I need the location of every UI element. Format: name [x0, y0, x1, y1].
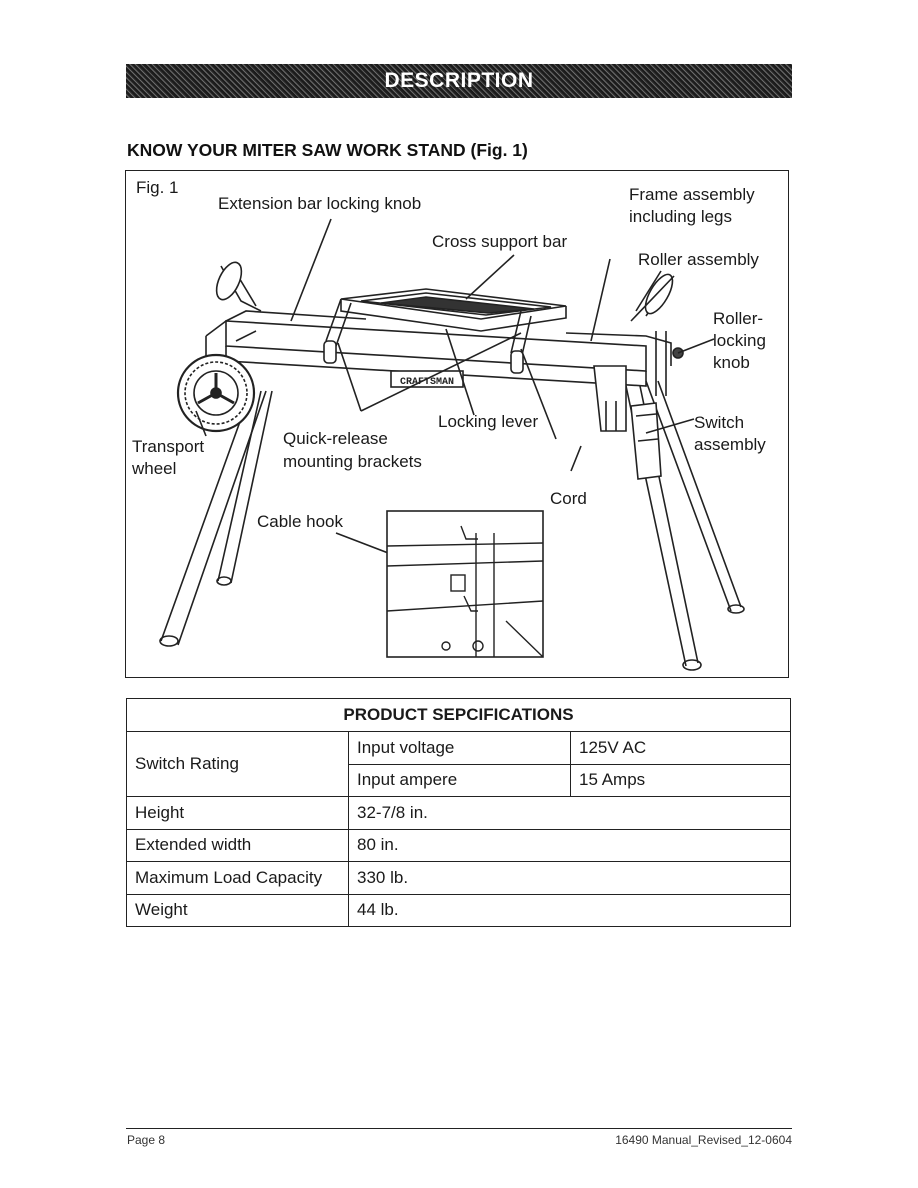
table-row: Weight 44 lb. [126, 893, 791, 927]
product-specifications-table: PRODUCT SEPCIFICATIONS Switch Rating Inp… [126, 698, 791, 927]
table-row: Height 32-7/8 in. [126, 796, 791, 830]
extended-width-label: Extended width [126, 828, 349, 862]
figure-heading: KNOW YOUR MITER SAW WORK STAND (Fig. 1) [127, 140, 528, 160]
height-label: Height [126, 796, 349, 830]
specs-title: PRODUCT SEPCIFICATIONS [126, 698, 791, 732]
callout-roller-locking-knob-line3: knob [713, 353, 750, 372]
table-row: Maximum Load Capacity 330 lb. [126, 861, 791, 895]
max-load-value: 330 lb. [348, 861, 791, 895]
callout-locking-lever: Locking lever [438, 412, 539, 431]
table-row: Switch Rating Input voltage 125V AC [126, 731, 791, 797]
input-voltage-value: 125V AC [570, 731, 791, 765]
section-title: DESCRIPTION [384, 69, 534, 92]
table-row: Extended width 80 in. [126, 828, 791, 862]
callout-frame-assembly-line2: including legs [629, 207, 733, 226]
work-stand-illustration: CRAFTSMAN [159, 218, 745, 671]
document-id: 16490 Manual_Revised_12-0604 [615, 1133, 792, 1147]
callout-quick-release-line2: mounting brackets [283, 452, 422, 471]
switch-rating-label: Switch Rating [126, 731, 349, 797]
height-value: 32-7/8 in. [348, 796, 791, 830]
max-load-label: Maximum Load Capacity [126, 861, 349, 895]
callout-roller-locking-knob-line2: locking [713, 331, 766, 350]
input-ampere-value: 15 Amps [570, 763, 791, 797]
page-number: Page 8 [127, 1133, 166, 1147]
table-row: Input ampere 15 Amps [127, 763, 791, 797]
callout-roller-locking-knob-line1: Roller- [713, 309, 764, 328]
extended-width-value: 80 in. [348, 828, 791, 862]
callout-quick-release-line1: Quick-release [283, 429, 388, 448]
weight-label: Weight [126, 893, 349, 927]
callout-cable-hook: Cable hook [257, 512, 344, 531]
figure-label: Fig. 1 [136, 178, 179, 197]
input-voltage-label: Input voltage [348, 731, 571, 765]
figure-1: CRAFTSMAN Fig. 1 Extension bar locking k… [125, 170, 789, 678]
brand-plate: CRAFTSMAN [400, 377, 454, 388]
section-banner: DESCRIPTION [126, 64, 792, 98]
callout-roller-assembly: Roller assembly [638, 250, 759, 269]
callout-cord: Cord [550, 489, 587, 508]
input-ampere-label: Input ampere [348, 763, 571, 797]
callout-transport-wheel-line2: wheel [132, 459, 177, 478]
weight-value: 44 lb. [348, 893, 791, 927]
callout-cross-support-bar: Cross support bar [432, 232, 568, 251]
callout-switch-assembly-line1: Switch [694, 413, 745, 432]
callout-transport-wheel-line1: Transport [132, 437, 205, 456]
footer-rule [126, 1128, 792, 1129]
callout-frame-assembly-line1: Frame assembly [629, 185, 755, 204]
callout-extension-bar-locking-knob: Extension bar locking knob [218, 194, 422, 213]
callout-switch-assembly-line2: assembly [694, 435, 766, 454]
